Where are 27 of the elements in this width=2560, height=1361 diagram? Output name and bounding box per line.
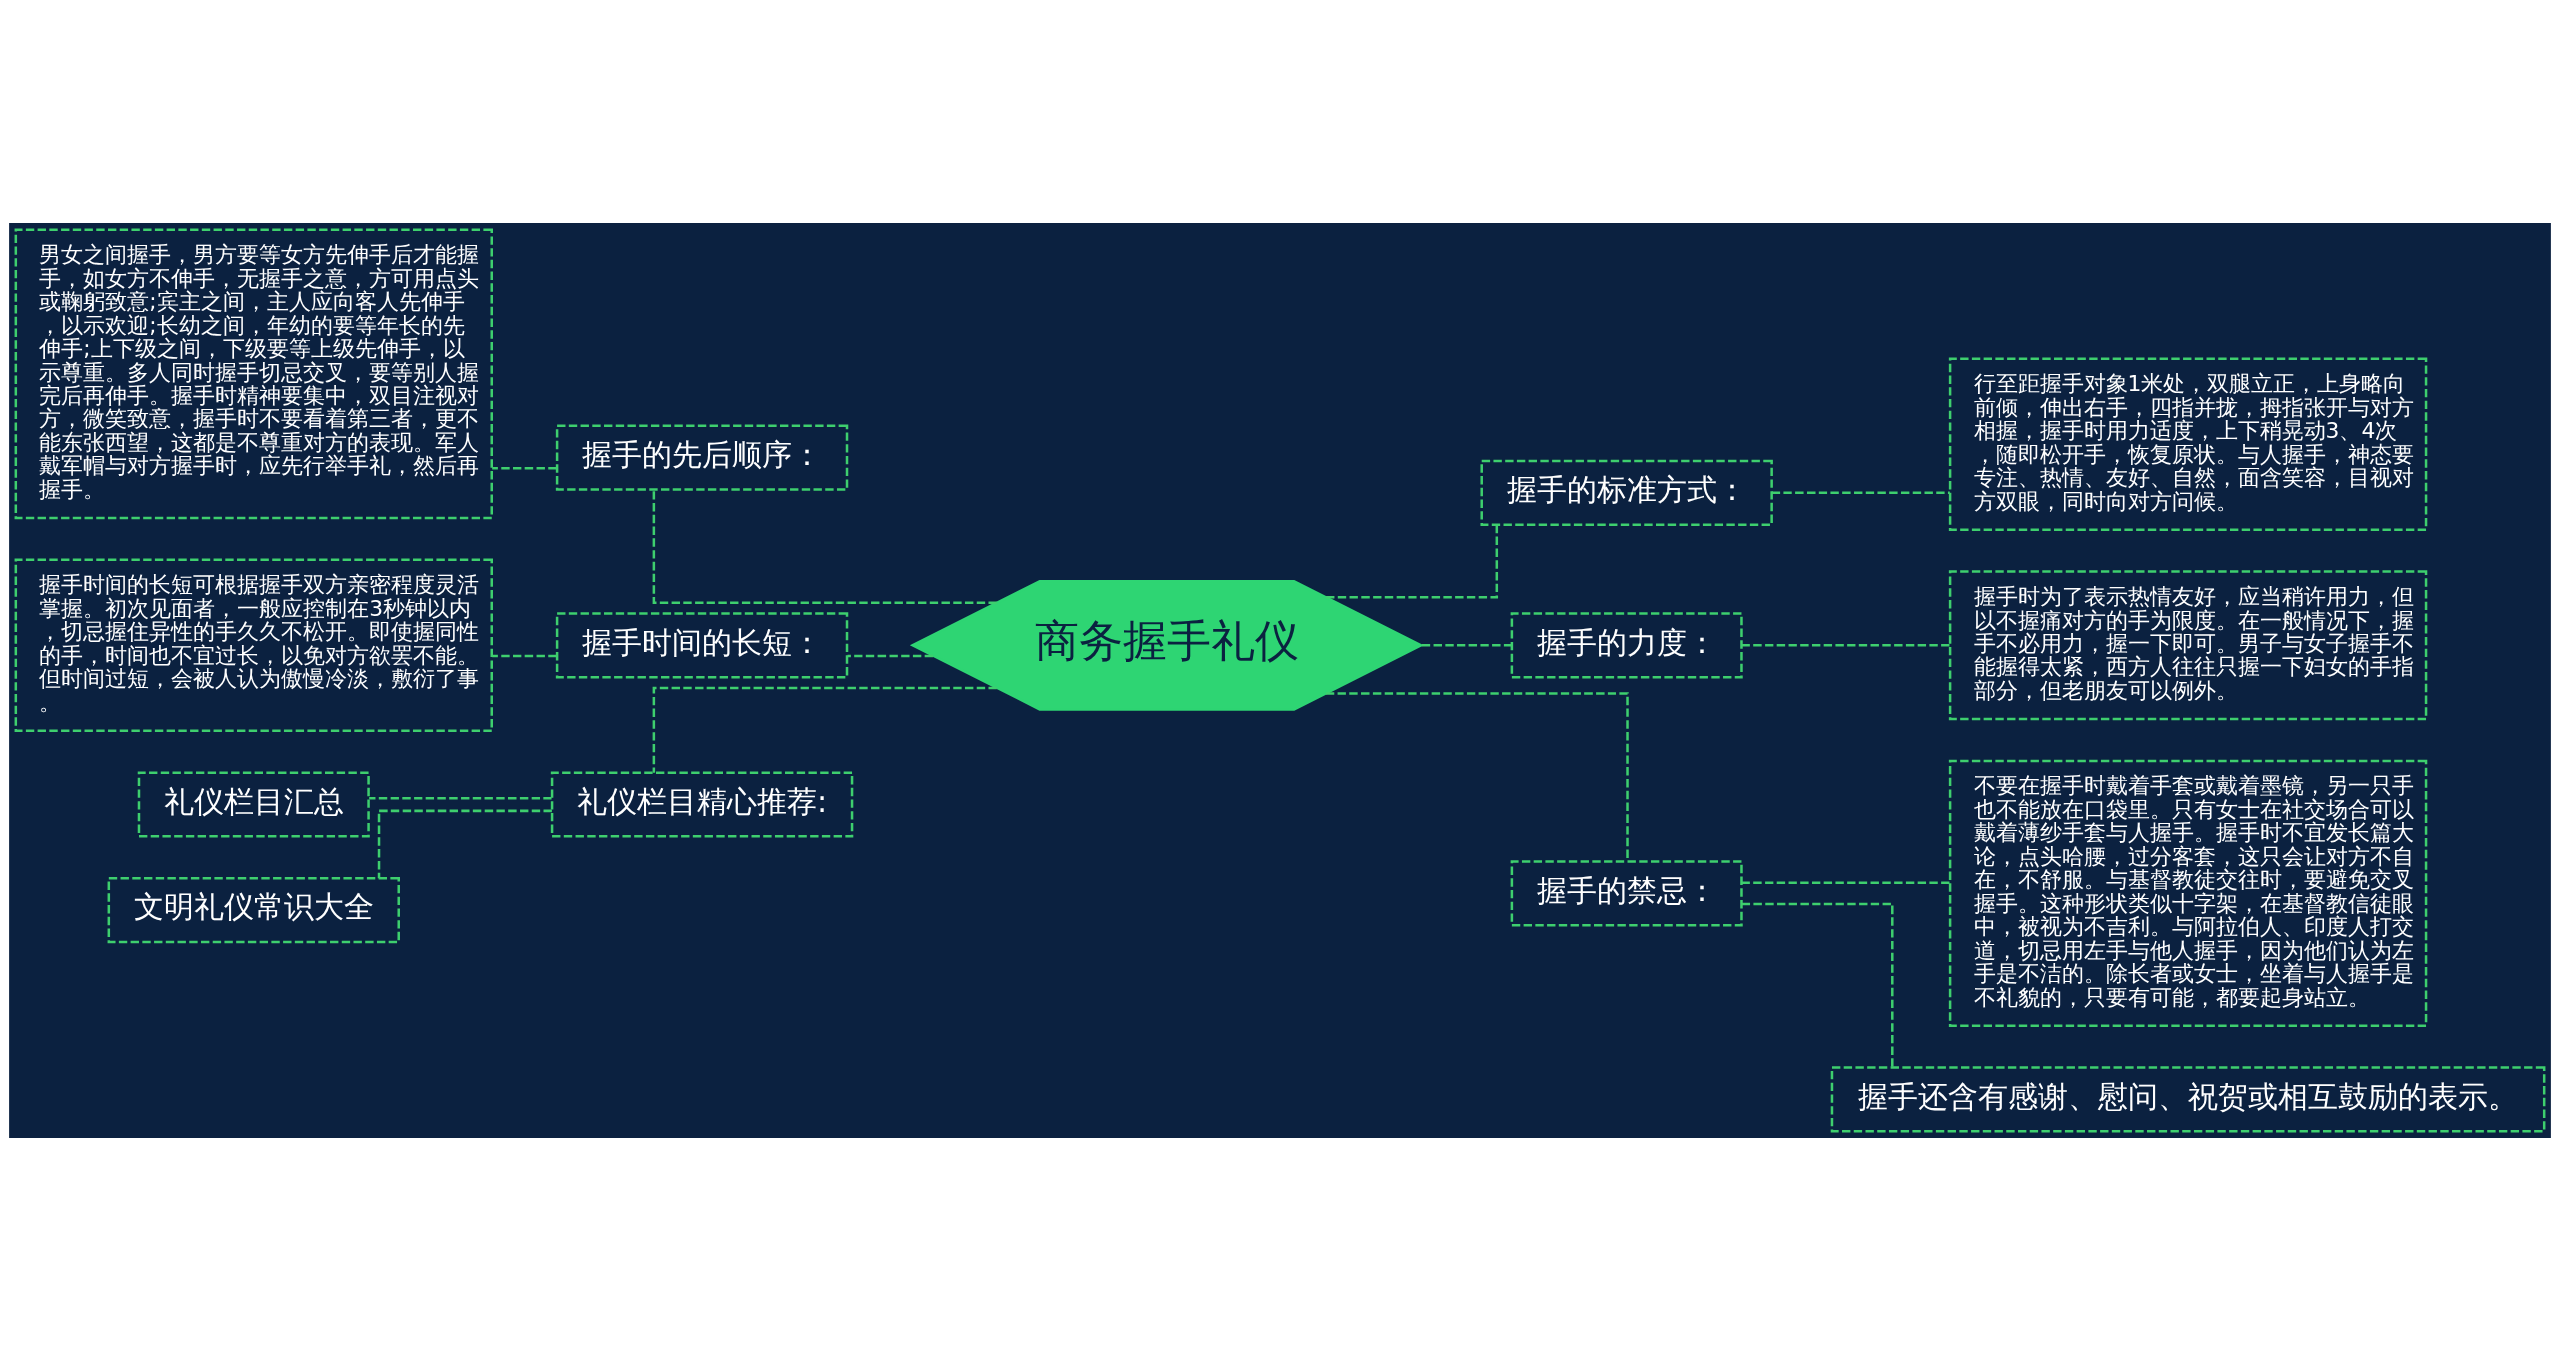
connector (1741, 902, 1894, 1068)
connector (492, 654, 557, 658)
connector (492, 466, 557, 470)
connector (652, 686, 997, 773)
node-box: 握手的禁忌： (1510, 860, 1743, 927)
connector (369, 796, 552, 800)
connector (1421, 644, 1512, 647)
node-box: 握手时为了表示热情友好，应当稍许用力，但以不握痛对方的手为限度。在一般情况下，握手不必用力，握一下即可。男子与女子握手不能握得太紧，西方人往往只握一下妇女的手指部分，但老朋友可以例外。 (1948, 570, 2428, 721)
node-box: 礼仪栏目精心推荐: (550, 771, 854, 838)
connector (652, 489, 997, 604)
connector (847, 654, 934, 658)
node-box: 握手的标准方式： (1480, 459, 1773, 526)
node-box: 男女之间握手，男方要等女方先伸手后才能握手，如女方不伸手，无握手之意，方可用点头或鞠躬致意;宾主之间，主人应向客人先伸手，以示欢迎;长幼之间，年幼的要等年长的先伸手;上下级之间，下级要等上级先伸手，以示尊重。多人同时握手切忌交叉，要等别人握完后再伸手。握手时精神要集中，双目注视对方，微笑致意，握手时不要看着第三者，更不能东张西望，这都是不尊重对方的表现。军人戴军帽与对方握手时，应先行举手礼，然后再握手。 (14, 228, 493, 520)
connector (1741, 644, 1950, 647)
node-box: 握手的力度： (1510, 612, 1743, 679)
node-box: 礼仪栏目汇总 (137, 771, 370, 838)
connector (377, 809, 552, 879)
connector (1771, 491, 1950, 495)
node-box: 握手时间的长短： (555, 612, 849, 679)
node-box: 文明礼仪常识大全 (107, 877, 400, 944)
node-box: 握手的先后顺序： (555, 424, 849, 491)
connector (1326, 524, 1499, 599)
node-box: 握手还含有感谢、慰问、祝贺或相互鼓励的表示。 (1830, 1066, 2546, 1133)
node-box: 行至距握手对象1米处，双腿立正，上身略向前倾，伸出右手，四指并拢，拇指张开与对方相握，握手时用力适度，上下稍晃动3、4次，随即松开手，恢复原状。与人握手，神态要专注、热情、友好、自然，面含笑容，目视对方双眼，同时向对方问候。 (1948, 357, 2428, 531)
connector (1741, 881, 1950, 884)
node-box: 不要在握手时戴着手套或戴着墨镜，另一只手也不能放在口袋里。只有女士在社交场合可以戴着薄纱手套与人握手。握手时不宜发长篇大论，点头哈腰，过分客套，这只会让对方不自在，不舒服。与基督教徒交往时，要避免交叉握手。这种形状类似十字架，在基督教信徒眼中，被视为不吉利。与阿拉伯人、印度人打交道，切忌用左手与他人握手，因为他们认为左手是不洁的。除长者或女士，坐着与人握手是不礼貌的，只要有可能，都要起身站立。 (1948, 759, 2428, 1027)
node-box: 握手时间的长短可根据握手双方亲密程度灵活掌握。初次见面者，一般应控制在3秒钟以内，切忌握住异性的手久久不松开。即使握同性的手，时间也不宜过长，以免对方欲罢不能。但时间过短，会被人认为傲慢冷淡，敷衍了事。 (14, 558, 493, 733)
